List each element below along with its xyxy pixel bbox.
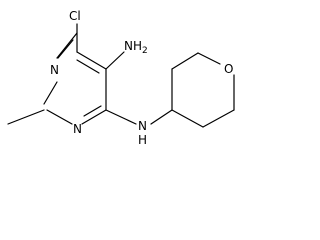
bond-c2b-c3b <box>202 109 235 128</box>
amino-subscript-2: 2 <box>142 46 148 56</box>
oxane-ring <box>171 52 235 128</box>
bond-c5-c6 <box>76 51 107 70</box>
amine-nitrogen-label: N <box>138 119 147 133</box>
pyrimidine-ring <box>43 32 107 125</box>
oxygen-atom-label: O <box>224 62 233 76</box>
chemical-structure: Cl N N NH2 N H O <box>7 9 235 147</box>
bond-c5-c6-inner <box>76 59 100 74</box>
bond-c2a-o <box>197 52 221 65</box>
bond-c6-n1-inner <box>57 39 74 59</box>
bond-c4-nh <box>105 109 137 125</box>
bond-c3b-c4prime <box>171 109 204 128</box>
bond-c6-n1 <box>56 32 78 59</box>
bond-c3a-c2a <box>171 52 199 70</box>
bond-c2-n3 <box>46 109 73 125</box>
amino-group-label: NH2 <box>124 39 148 56</box>
ring-nitrogen-top-label: N <box>50 63 59 77</box>
bond-c2-methyl <box>7 109 45 125</box>
amine-hydrogen-label: H <box>138 133 147 147</box>
bond-n3-c4 <box>81 109 107 125</box>
chlorine-atom-label: Cl <box>69 9 81 23</box>
bond-nh-c4prime <box>150 109 173 125</box>
bond-n1-c2 <box>43 81 58 105</box>
ring-nitrogen-bottom-label: N <box>73 122 82 136</box>
bond-n3-c4-inner <box>83 105 102 117</box>
bond-c5-nh2 <box>105 51 125 70</box>
